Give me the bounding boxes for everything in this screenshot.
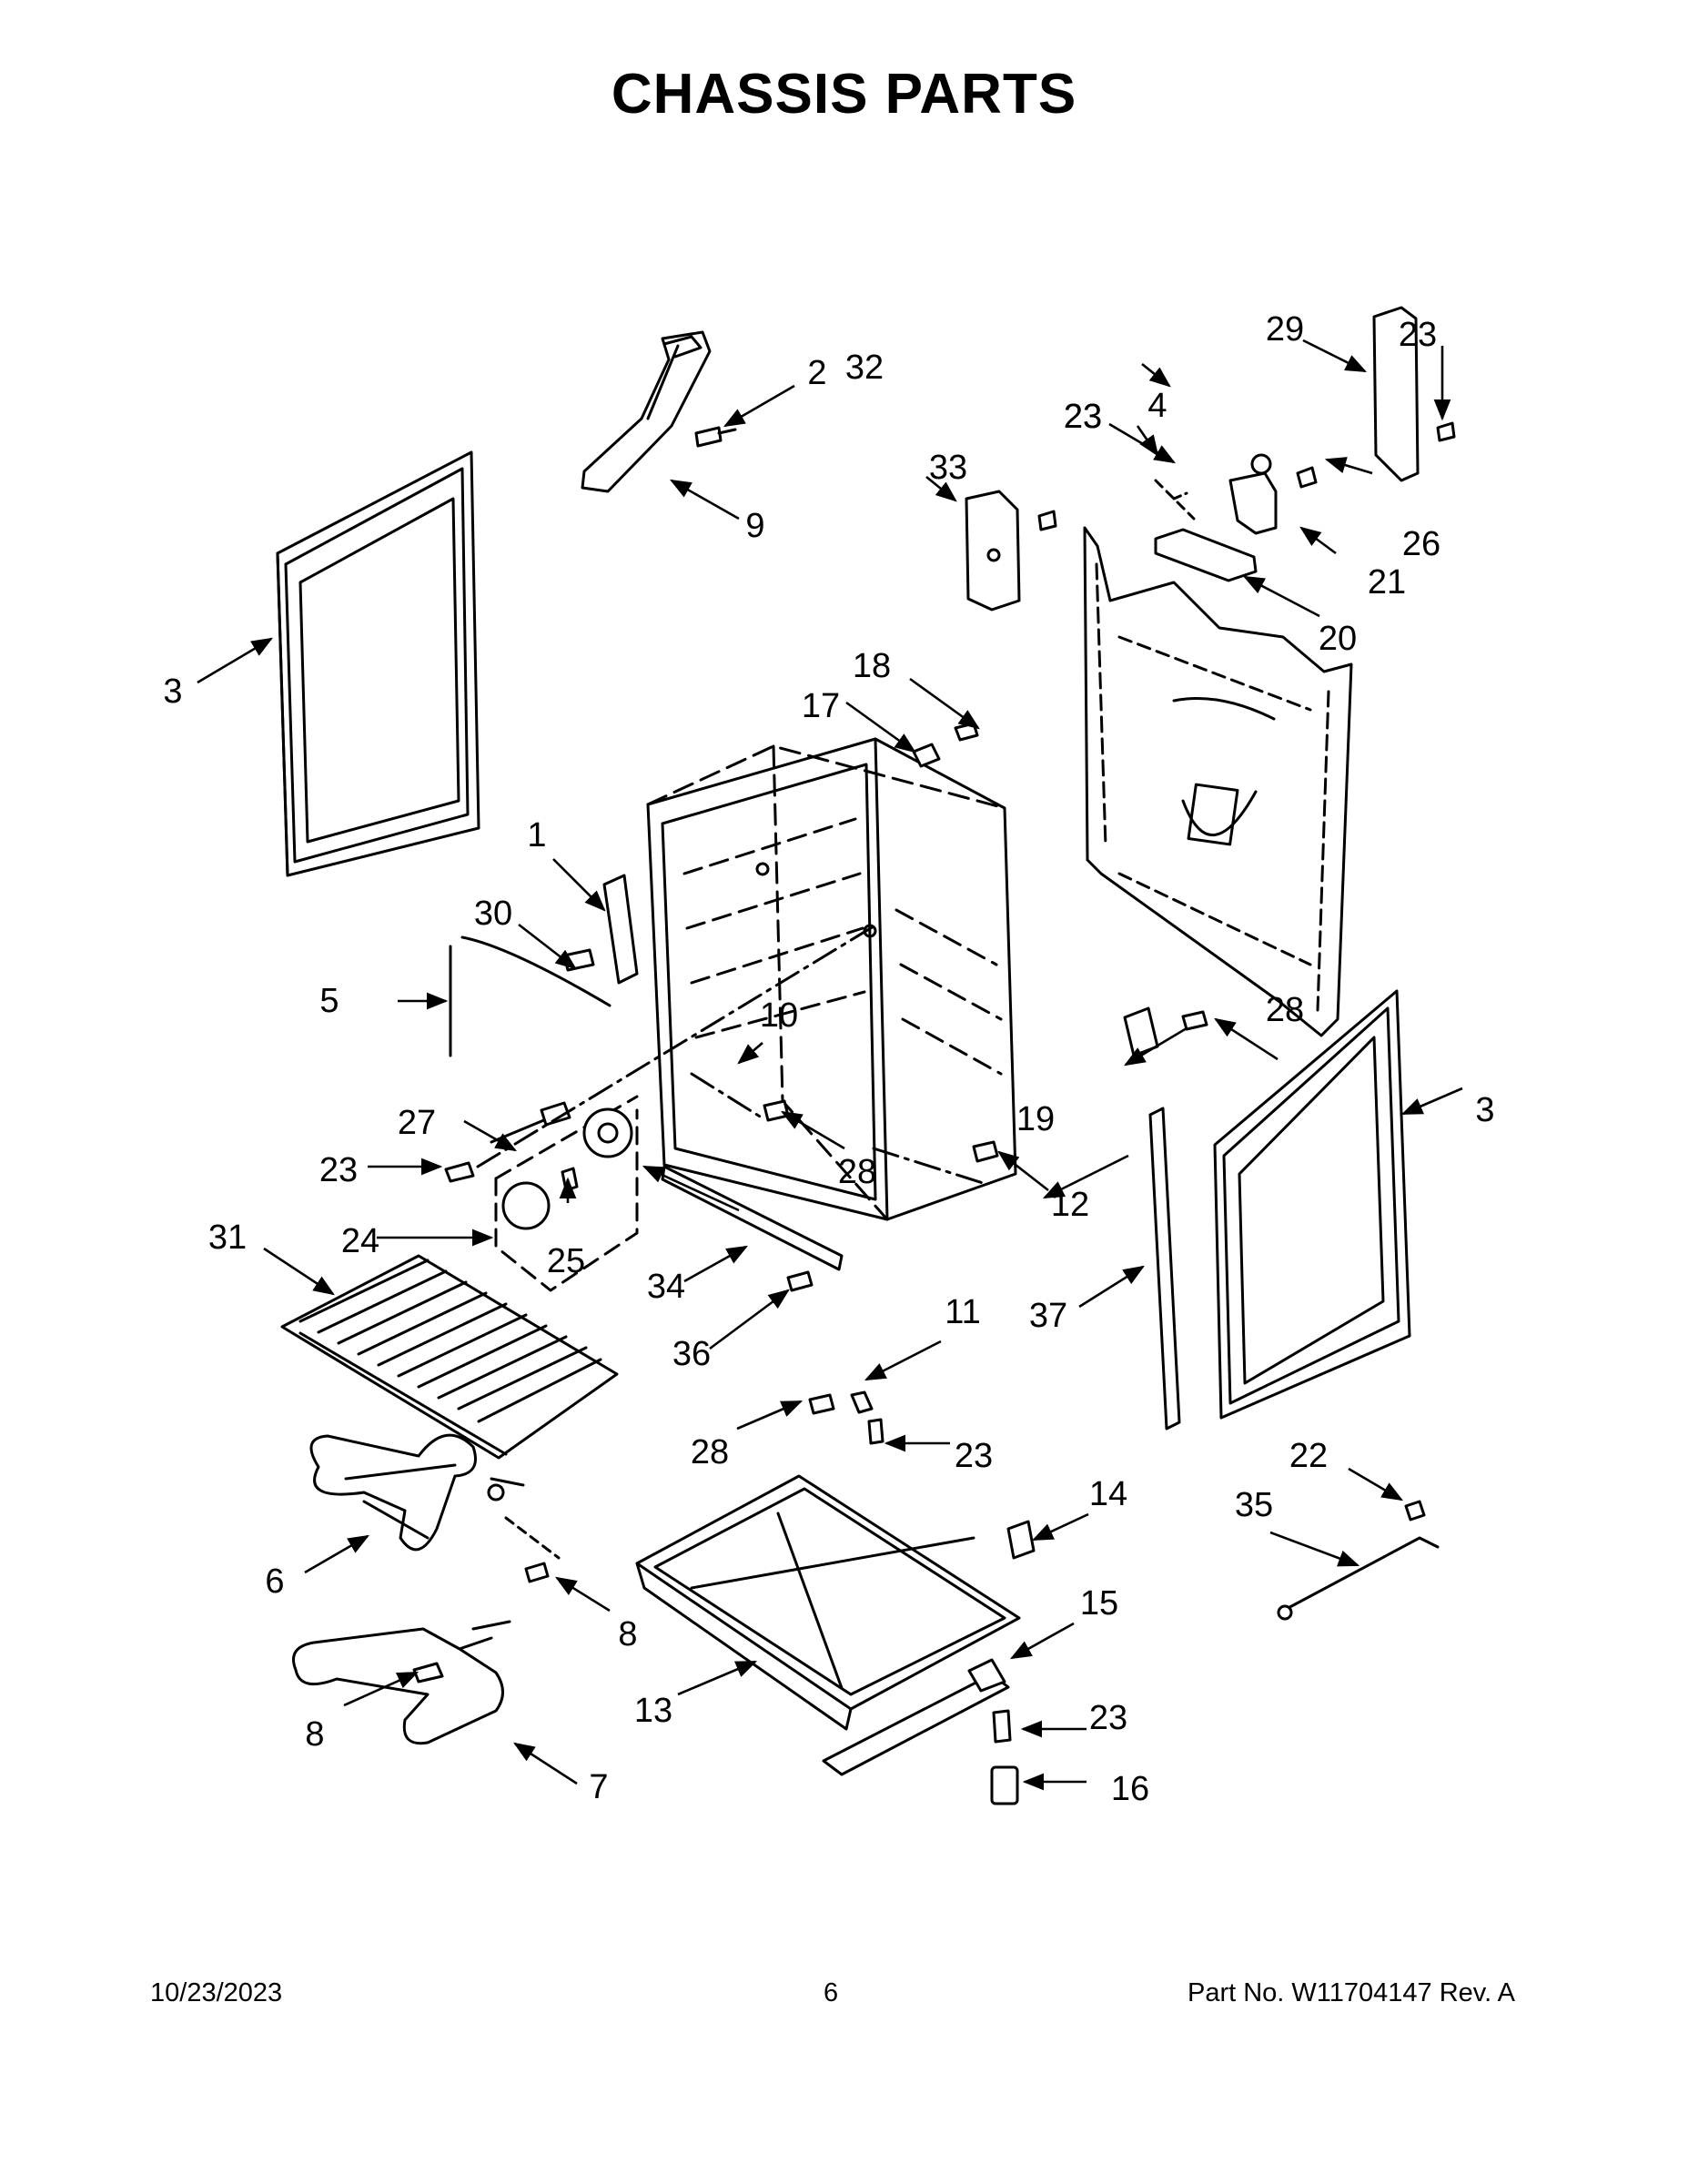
callout-24: 24 [341,1222,379,1260]
callout-4: 4 [1147,387,1167,425]
callout-12: 12 [1051,1186,1089,1224]
door-gasket-strip [1148,1107,1181,1431]
callout-34: 34 [647,1268,685,1306]
callout-5: 5 [319,982,339,1020]
oven-bottom-panel [635,1474,1021,1731]
cavity-screw [912,722,979,768]
leveling-parts [808,1390,1036,1805]
callout-8: 8 [618,1615,637,1653]
temperature-sensor [1277,1500,1440,1621]
callout-2: 2 [807,354,826,392]
footer-page-number: 6 [824,1978,839,2007]
callout-3: 3 [1475,1091,1494,1129]
callout-23: 23 [955,1437,993,1475]
knob-assembly [444,1095,639,1292]
callout-8: 8 [305,1715,324,1754]
left-hinge [562,874,639,985]
callout-13: 13 [634,1692,672,1730]
callout-23: 23 [1089,1699,1127,1737]
callout-32: 32 [845,349,884,387]
callout-23: 23 [1064,398,1102,436]
callout-arrows [197,339,1463,1791]
callout-28: 28 [1266,991,1304,1029]
callout-23: 23 [1064,398,1102,436]
callout-31: 31 [208,1218,247,1257]
callout-37: 37 [1029,1297,1067,1335]
callout-30: 30 [474,895,512,933]
callout-1: 1 [527,816,546,854]
callout-10: 10 [760,996,798,1035]
callout-28: 28 [691,1433,729,1471]
callout-23: 23 [319,1151,358,1189]
callout-16: 16 [1111,1770,1149,1808]
top-hinge-parts [1154,306,1456,582]
bake-element [309,1433,525,1552]
callout-22: 22 [1289,1437,1328,1475]
callout-20: 20 [1319,620,1357,658]
callout-14: 14 [1089,1475,1127,1513]
oven-cavity [646,737,1017,1221]
callout-21: 21 [1368,563,1406,602]
callout-23: 23 [1399,316,1437,354]
callout-6: 6 [265,1562,284,1601]
callout-3: 3 [163,672,182,711]
callout-36: 36 [672,1335,711,1373]
vent-bracket [965,490,1057,612]
element-screw [504,1516,561,1583]
callout-17: 17 [802,687,840,725]
callout-29: 29 [1266,310,1304,349]
bracket-screw [694,426,737,448]
oven-rack [280,1254,619,1460]
side-trim-frame-left [276,450,480,877]
callout-18: 18 [853,647,891,685]
assembly-lines [476,925,985,1185]
broil-element [292,1620,511,1745]
rear-panel [1083,526,1353,1037]
callout-9: 9 [745,507,764,545]
callout-28: 28 [838,1153,876,1191]
callout-33: 33 [929,449,967,487]
callout-27: 27 [398,1104,436,1142]
footer-date: 10/23/2023 [150,1978,283,2007]
callout-25: 25 [547,1242,585,1280]
page-title: CHASSIS PARTS [611,63,1077,126]
callout-11: 11 [945,1293,980,1331]
callout-15: 15 [1080,1584,1118,1623]
footer-part-number: Part No. W11704147 Rev. A [1187,1978,1515,2007]
callout-7: 7 [589,1768,608,1806]
callout-labels: 1233456788910111213141516171819202122232… [163,310,1494,1808]
callout-35: 35 [1235,1486,1273,1524]
callout-19: 19 [1016,1100,1055,1138]
callout-26: 26 [1402,525,1440,563]
side-trim-frame-right [1213,989,1411,1420]
wire [449,935,612,1057]
top-bracket [581,330,712,493]
